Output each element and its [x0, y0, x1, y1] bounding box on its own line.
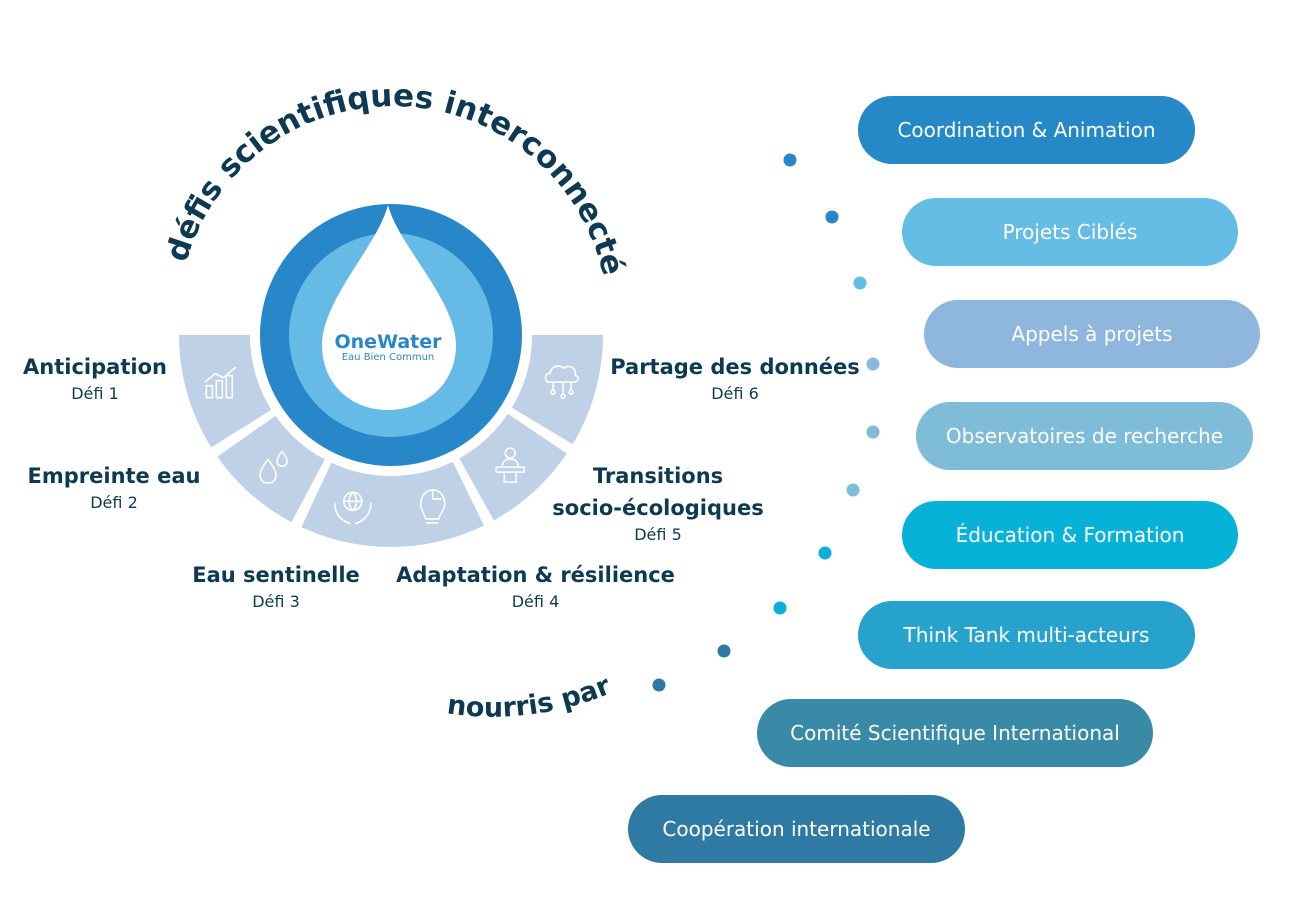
connector-dot: [825, 210, 839, 224]
defi-6-number: Défi 6: [711, 384, 759, 403]
pillar-appels-a-projets: Appels à projets: [924, 300, 1260, 368]
pillar-education-formation: Éducation & Formation: [902, 501, 1238, 569]
connector-dot: [652, 678, 666, 692]
defi-sector-4: [391, 461, 484, 547]
defi-5-number: Défi 5: [634, 525, 682, 544]
defi-6-name: Partage des données: [610, 355, 860, 379]
defi-sector-6: [511, 335, 603, 445]
connector-dot: [853, 276, 867, 290]
connector-dots: [652, 153, 880, 692]
connector-dot: [717, 644, 731, 658]
defi-1-name: Anticipation: [23, 355, 167, 379]
connector-dot: [773, 601, 787, 615]
pillar-cooperation-internationale: Coopération internationale: [628, 795, 965, 863]
defi-2-name: Empreinte eau: [27, 464, 201, 488]
hands-globe-icon: [333, 491, 372, 525]
water-drops-icon: [259, 450, 288, 484]
defi-5-label: Transitions socio-écologiques Défi 5: [540, 460, 776, 546]
defi-sector-1: [179, 335, 272, 448]
defi-2-number: Défi 2: [90, 493, 138, 512]
defi-sector-2: [217, 415, 325, 523]
defi-sectors: [179, 335, 603, 547]
water-drop-icon: [322, 205, 456, 410]
defi-3-name: Eau sentinelle: [192, 563, 360, 587]
connector-dot: [818, 546, 832, 560]
footer-title: nourris par: [445, 670, 615, 724]
defi-3-label: Eau sentinelle Défi 3: [182, 559, 370, 613]
defi-4-number: Défi 4: [511, 592, 560, 611]
pillar-coordination-animation: Coordination & Animation: [858, 96, 1195, 164]
connector-dot: [783, 153, 797, 167]
speaker-podium-icon: [495, 447, 526, 483]
lightbulb-puzzle-icon: [419, 489, 446, 524]
defi-3-number: Défi 3: [252, 592, 300, 611]
pillar-observatoires: Observatoires de recherche: [916, 402, 1253, 470]
pillar-think-tank: Think Tank multi-acteurs: [858, 601, 1195, 669]
pillar-projets-cibles: Projets Ciblés: [902, 198, 1238, 266]
defi-4-label: Adaptation & résilience Défi 4: [388, 559, 683, 613]
chart-icon: [204, 366, 237, 399]
defi-6-label: Partage des données Défi 6: [602, 351, 868, 405]
connector-dot: [866, 425, 880, 439]
defi-1-number: Défi 1: [71, 384, 119, 403]
connector-dot: [866, 357, 880, 371]
logo-wordmark: OneWater: [334, 331, 442, 353]
defi-4-name: Adaptation & résilience: [396, 563, 675, 587]
logo-brand-one: One: [334, 331, 377, 353]
defi-2-label: Empreinte eau Défi 2: [18, 460, 210, 514]
defi-1-label: Anticipation Défi 1: [14, 351, 176, 405]
defi-5-name-line2: socio-écologiques: [552, 496, 764, 520]
cloud-network-icon: [544, 365, 580, 399]
defi-sector-3: [301, 462, 391, 547]
connector-dot: [846, 483, 860, 497]
defi-5-name-line1: Transitions: [592, 464, 724, 488]
logo-brand-water: Water: [377, 331, 442, 353]
pillar-comite-scientifique: Comité Scientifique International: [757, 699, 1153, 767]
logo-tagline: Eau Bien Commun: [342, 352, 435, 363]
